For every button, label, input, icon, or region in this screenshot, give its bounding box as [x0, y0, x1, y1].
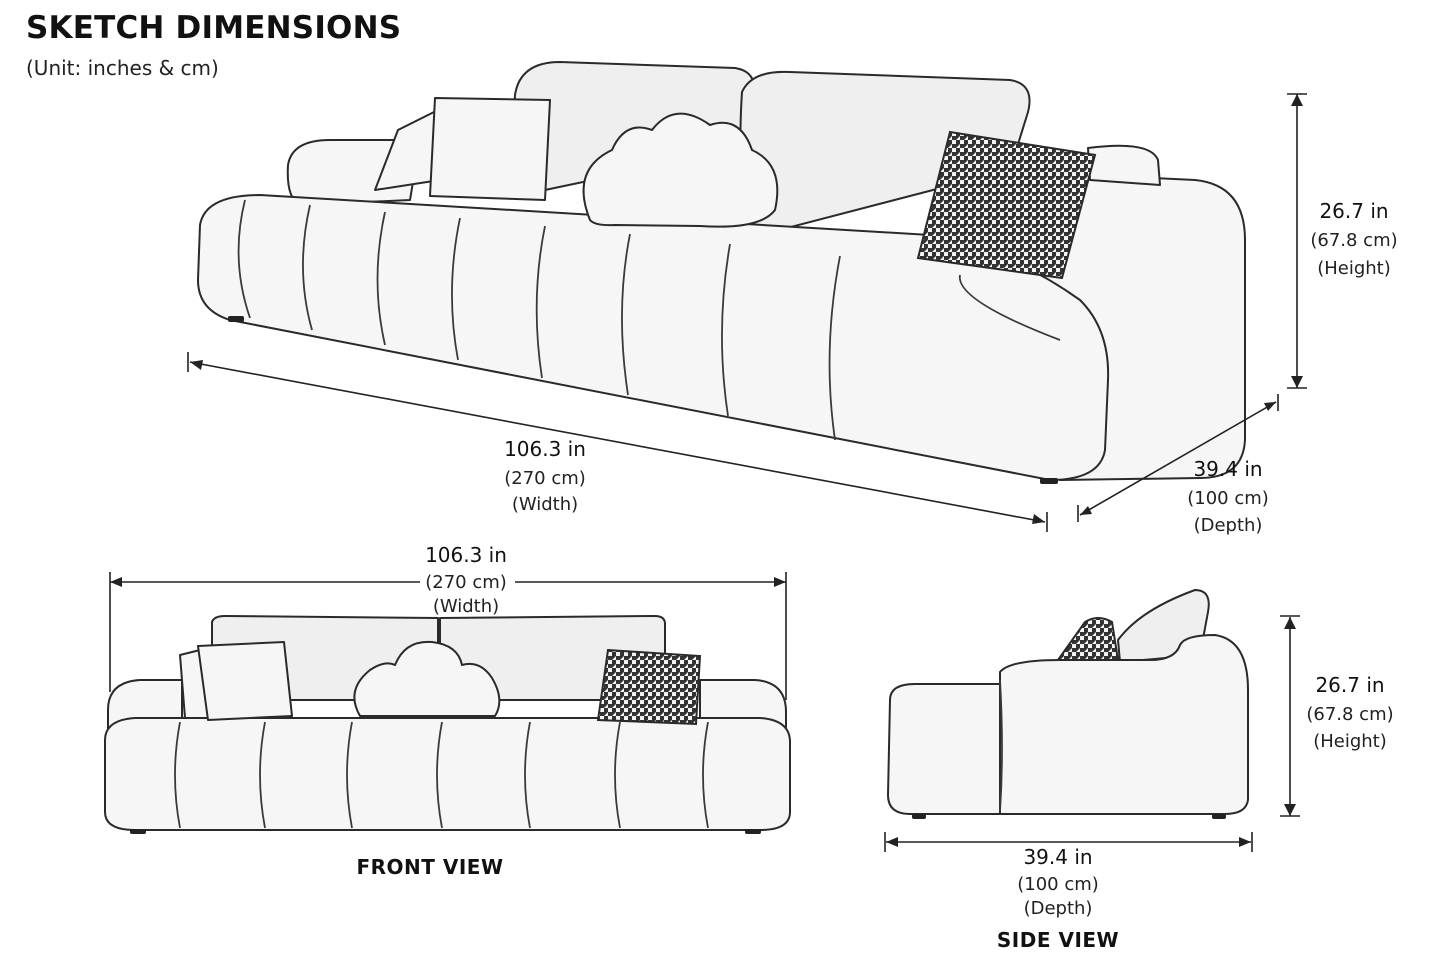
- side-depth-label: (Depth): [1024, 898, 1093, 919]
- main-width-label: (Width): [512, 494, 578, 515]
- main-height-cm: (67.8 cm): [1310, 230, 1397, 251]
- front-width-in: 106.3 in: [425, 543, 507, 567]
- main-width-dimension: 106.3 in (270 cm) (Width): [187, 352, 1048, 532]
- front-pillow-houndstooth: [596, 648, 702, 726]
- front-view-sofa: [104, 615, 791, 834]
- side-height-cm: (67.8 cm): [1306, 704, 1393, 725]
- main-height-in: 26.7 in: [1319, 199, 1388, 223]
- front-seat: [104, 717, 791, 831]
- side-view-title: SIDE VIEW: [997, 928, 1119, 952]
- main-depth-cm: (100 cm): [1187, 488, 1269, 509]
- side-height-dimension: 26.7 in (67.8 cm) (Height): [1280, 615, 1394, 817]
- front-width-dimension: 106.3 in (270 cm) (Width): [109, 543, 787, 700]
- pillow-houndstooth: [916, 130, 1097, 280]
- side-seat-cushion: [887, 683, 1006, 815]
- right-arm-top: [1087, 144, 1161, 186]
- main-height-dimension: 26.7 in (67.8 cm) (Height): [1287, 93, 1398, 389]
- side-pillow-houndstooth: [1056, 617, 1120, 661]
- main-depth-in: 39.4 in: [1193, 457, 1262, 481]
- main-width-cm: (270 cm): [504, 468, 586, 489]
- unit-note: (Unit: inches & cm): [26, 56, 219, 80]
- side-depth-dimension: 39.4 in (100 cm) (Depth): [884, 832, 1253, 919]
- perspective-sofa: [197, 61, 1246, 484]
- main-height-label: (Height): [1317, 258, 1391, 279]
- side-depth-in: 39.4 in: [1023, 845, 1092, 869]
- pillow-cloud: [582, 112, 779, 228]
- front-width-label: (Width): [433, 596, 499, 617]
- page-title: SKETCH DIMENSIONS: [26, 10, 402, 46]
- main-width-in: 106.3 in: [504, 437, 586, 461]
- side-view-sofa: [887, 589, 1249, 819]
- main-depth-label: (Depth): [1194, 515, 1263, 536]
- side-arm: [999, 634, 1249, 815]
- front-pillow-cloud: [353, 640, 501, 717]
- side-height-in: 26.7 in: [1315, 673, 1384, 697]
- front-width-cm: (270 cm): [425, 572, 507, 593]
- pillow-left-square: [429, 97, 551, 201]
- side-depth-cm: (100 cm): [1017, 874, 1099, 895]
- main-depth-dimension: 39.4 in (100 cm) (Depth): [1077, 394, 1279, 536]
- front-pillow-square-left: [197, 641, 293, 721]
- side-height-label: (Height): [1313, 731, 1387, 752]
- front-view-title: FRONT VIEW: [356, 855, 503, 879]
